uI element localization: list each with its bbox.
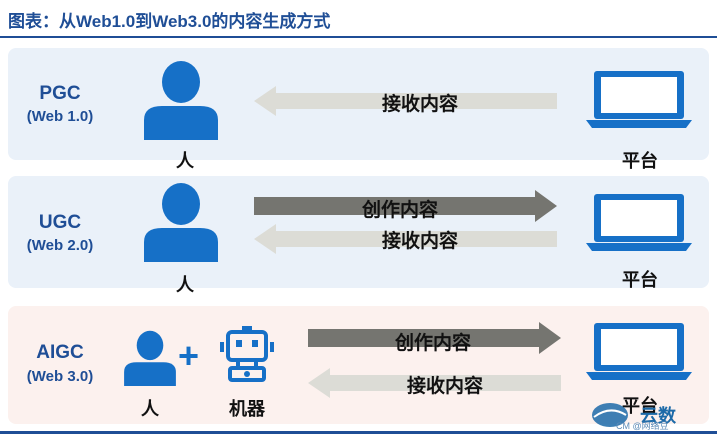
- person-icon: [144, 61, 218, 140]
- title-divider: [0, 36, 717, 38]
- aigc-label: AIGC: [36, 342, 84, 363]
- person-icon: [144, 183, 218, 262]
- laptop-icon: [586, 71, 692, 128]
- platform-caption: 平台: [622, 270, 658, 290]
- pgc-sublabel: (Web 1.0): [26, 108, 94, 125]
- pgc-label: PGC: [39, 83, 81, 104]
- aigc-sublabel: (Web 3.0): [26, 368, 94, 385]
- person-caption: 人: [176, 151, 194, 171]
- receive-arrow-label: 接收内容: [381, 94, 458, 115]
- create-arrow-label: 创作内容: [394, 333, 471, 354]
- robot-icon: [220, 326, 274, 382]
- ugc-sublabel: (Web 2.0): [26, 237, 94, 254]
- laptop-icon: [586, 323, 692, 380]
- watermark-logo-icon: [592, 403, 628, 427]
- watermark-text: 云数: [640, 406, 676, 426]
- aigc-panel: [8, 306, 709, 424]
- receive-arrow: [254, 224, 557, 254]
- platform-caption: 平台: [622, 396, 658, 416]
- create-arrow: [308, 322, 561, 354]
- receive-arrow: [308, 368, 561, 398]
- laptop-icon: [586, 194, 692, 251]
- plus-icon: +: [178, 335, 200, 376]
- create-arrow-label: 创作内容: [361, 200, 438, 221]
- footer-divider: [0, 431, 717, 434]
- person-icon: [124, 330, 176, 386]
- watermark-small-text: CM @网络豆: [616, 421, 669, 431]
- receive-arrow-label: 接收内容: [381, 231, 458, 252]
- receive-arrow: [254, 86, 557, 116]
- figure-title: 图表：从Web1.0到Web3.0的内容生成方式: [8, 12, 331, 31]
- create-arrow: [254, 190, 557, 222]
- person-caption: 人: [141, 399, 159, 419]
- robot-caption: 机器: [229, 399, 265, 419]
- platform-caption: 平台: [622, 151, 658, 171]
- receive-arrow-label: 接收内容: [406, 376, 483, 397]
- person-caption: 人: [176, 275, 194, 295]
- ugc-label: UGC: [38, 212, 82, 233]
